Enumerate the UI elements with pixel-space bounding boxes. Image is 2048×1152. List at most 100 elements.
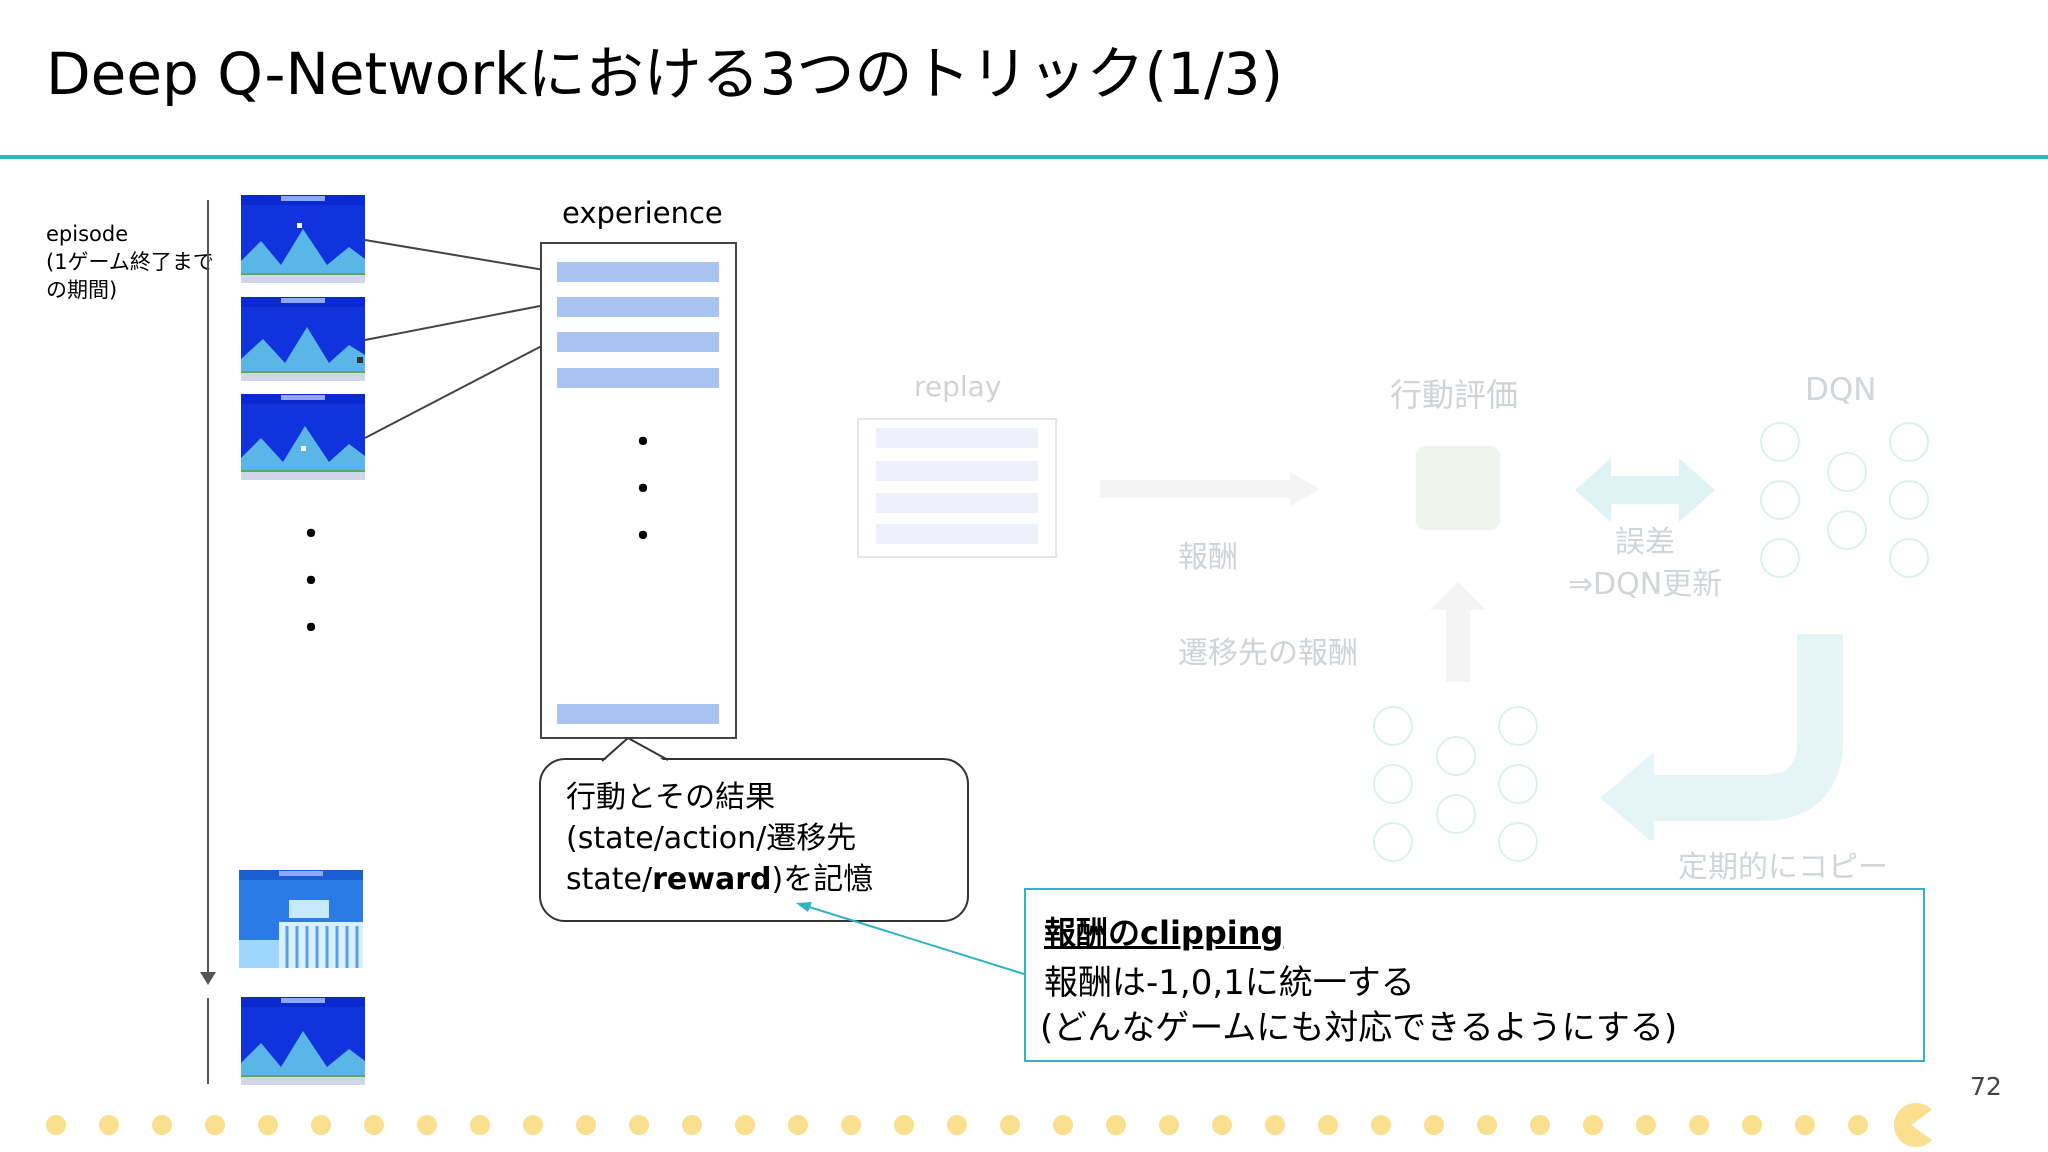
- dqn-node: [1760, 538, 1800, 578]
- progress-dot: [1318, 1115, 1338, 1135]
- progress-dots: [46, 1103, 1932, 1147]
- dqn-node: [1760, 480, 1800, 520]
- dqn-node: [1889, 480, 1929, 520]
- progress-dot: [364, 1115, 384, 1135]
- progress-dot: [99, 1115, 119, 1135]
- experience-memory-box: [540, 242, 737, 739]
- dqn-node: [1889, 422, 1929, 462]
- experience-entry: [557, 297, 719, 317]
- pacman-icon: [1893, 1103, 1932, 1147]
- target-node: [1498, 822, 1538, 862]
- experience-entry: [557, 368, 719, 388]
- target-node: [1373, 764, 1413, 804]
- target-node: [1498, 706, 1538, 746]
- clipping-title: 報酬のclipping: [1044, 914, 1284, 952]
- progress-dot: [311, 1115, 331, 1135]
- arrow-down-icon: [200, 972, 216, 985]
- game-frame-2: [241, 297, 365, 381]
- experience-entry: [557, 704, 719, 724]
- game-frame-1: [241, 195, 365, 283]
- target-node: [1498, 764, 1538, 804]
- progress-dot: [1689, 1115, 1709, 1135]
- episode-timeline: [207, 200, 209, 978]
- progress-dot: [1424, 1115, 1444, 1135]
- target-node: [1373, 706, 1413, 746]
- progress-dot: [841, 1115, 861, 1135]
- next-reward-label: 遷移先の報酬: [1178, 636, 1358, 671]
- progress-dot: [1159, 1115, 1179, 1135]
- progress-dot: [947, 1115, 967, 1135]
- target-node: [1373, 822, 1413, 862]
- title-divider: [0, 155, 2048, 159]
- target-node: [1436, 736, 1476, 776]
- game-terrain-icon: [241, 1031, 365, 1077]
- experience-ellipsis: ・ ・ ・: [626, 423, 660, 557]
- callout-line: 行動とその結果: [566, 780, 776, 815]
- callout-text: )を記憶: [771, 862, 874, 897]
- game-terrain-icon: [241, 223, 365, 275]
- double-arrow-icon: [1575, 458, 1715, 522]
- progress-dot: [152, 1115, 172, 1135]
- progress-dot: [1106, 1115, 1126, 1135]
- memory-callout: [539, 758, 969, 922]
- replay-label: replay: [914, 370, 1002, 403]
- progress-dot: [1371, 1115, 1391, 1135]
- copy-arrow-icon: [1600, 634, 1843, 840]
- progress-dot: [682, 1115, 702, 1135]
- dqn-node: [1827, 452, 1867, 492]
- slide-title: Deep Q-Networkにおける3つのトリック(1/3): [46, 40, 1284, 108]
- game-terrain-icon: [239, 900, 363, 968]
- copy-label: 定期的にコピー: [1678, 850, 1888, 885]
- game-terrain-icon: [241, 327, 365, 373]
- error-label: 誤差 ⇒DQN更新: [1567, 525, 1723, 602]
- progress-dot: [1053, 1115, 1073, 1135]
- progress-dot: [417, 1115, 437, 1135]
- experience-title: experience: [562, 196, 723, 230]
- experience-entry: [557, 262, 719, 282]
- progress-dot: [470, 1115, 490, 1135]
- dqn-node: [1889, 538, 1929, 578]
- progress-dot: [46, 1115, 66, 1135]
- progress-dot: [735, 1115, 755, 1135]
- callout-reward-text: reward: [652, 862, 772, 897]
- progress-dot: [1583, 1115, 1603, 1135]
- dqn-node: [1760, 422, 1800, 462]
- progress-dot: [1742, 1115, 1762, 1135]
- connector-line: [364, 239, 556, 273]
- episode-label: episode (1ゲーム終了までの期間): [46, 222, 214, 302]
- action-eval-label: 行動評価: [1390, 376, 1519, 414]
- replay-entry: [876, 524, 1038, 544]
- progress-dot: [576, 1115, 596, 1135]
- memory-callout-text: 行動とその結果 (state/action/遷移先 state/reward)を…: [566, 777, 873, 900]
- clipping-note: (どんなゲームにも対応できるようにする): [1040, 1008, 1678, 1048]
- replay-entry: [876, 493, 1038, 513]
- arrow-up-icon: [1430, 582, 1486, 682]
- progress-dot: [1000, 1115, 1020, 1135]
- game-frame-next: [241, 997, 365, 1085]
- progress-dot: [1212, 1115, 1232, 1135]
- clipping-box: [1024, 888, 1925, 1062]
- dqn-node: [1827, 510, 1867, 550]
- game-frame-3: [241, 394, 365, 480]
- arrow-right-icon: [1100, 472, 1320, 506]
- game-terrain-icon: [241, 426, 365, 472]
- episode-ellipsis: ・ ・ ・: [294, 515, 328, 649]
- progress-dot: [1265, 1115, 1285, 1135]
- progress-dot: [629, 1115, 649, 1135]
- connector-line: [364, 341, 550, 439]
- replay-entry: [876, 428, 1038, 448]
- page-number: 72: [1970, 1072, 2002, 1101]
- progress-dot: [523, 1115, 543, 1135]
- dqn-label: DQN: [1805, 372, 1877, 408]
- experience-entry: [557, 332, 719, 352]
- callout-line: state/reward)を記憶: [566, 859, 873, 900]
- callout-tail: [601, 737, 669, 763]
- progress-dot: [205, 1115, 225, 1135]
- action-eval-node: [1416, 446, 1500, 530]
- progress-dot: [258, 1115, 278, 1135]
- replay-entry: [876, 461, 1038, 481]
- progress-dot: [894, 1115, 914, 1135]
- next-episode-timeline: [207, 998, 209, 1084]
- replay-box: [857, 418, 1057, 558]
- connector-line: [364, 302, 556, 341]
